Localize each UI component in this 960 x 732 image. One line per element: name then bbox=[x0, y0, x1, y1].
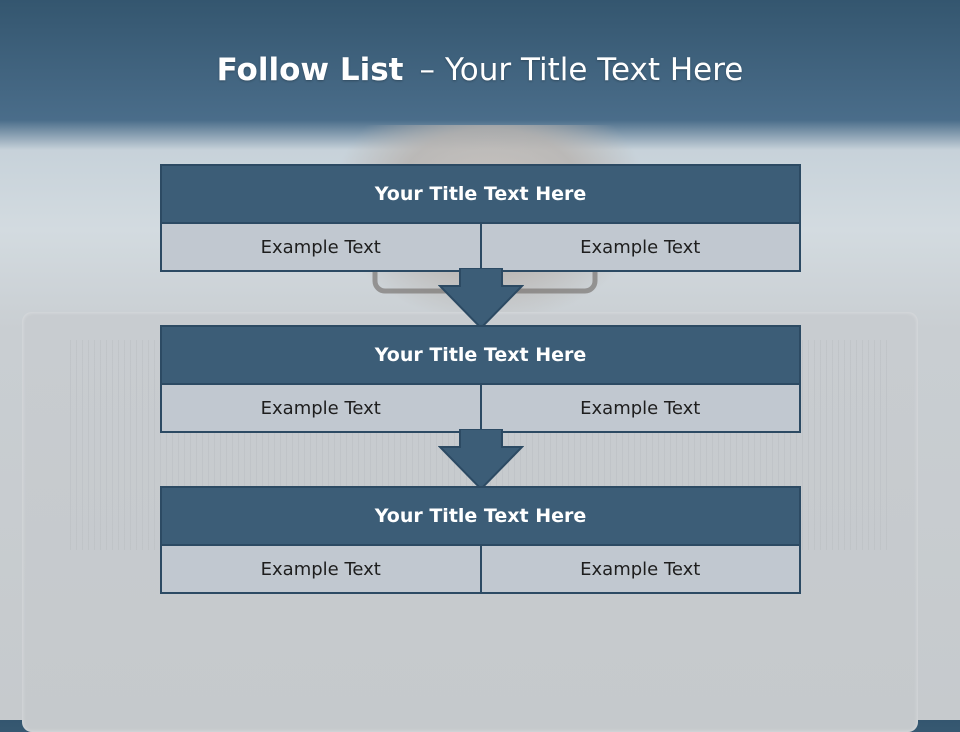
slide-title-separator: – bbox=[419, 52, 435, 88]
step-title: Your Title Text Here bbox=[162, 166, 799, 224]
arrow-down-icon bbox=[438, 429, 524, 491]
step-row: Example Text Example Text bbox=[162, 546, 799, 592]
slide-title-lead: Follow List bbox=[216, 52, 404, 88]
slide-title-rest: Your Title Text Here bbox=[444, 52, 744, 88]
step-cell-right: Example Text bbox=[479, 546, 800, 592]
step-title: Your Title Text Here bbox=[162, 488, 799, 546]
step-box-3: Your Title Text Here Example Text Exampl… bbox=[160, 486, 801, 594]
step-box-2: Your Title Text Here Example Text Exampl… bbox=[160, 325, 801, 433]
step-cell-left: Example Text bbox=[260, 236, 381, 258]
step-cell-right: Example Text bbox=[479, 385, 800, 431]
step-cell-left: Example Text bbox=[260, 397, 381, 419]
step-cell-right: Example Text bbox=[479, 224, 800, 270]
step-box-1: Your Title Text Here Example Text Exampl… bbox=[160, 164, 801, 272]
slide-title: Follow List–Your Title Text Here bbox=[0, 52, 960, 88]
step-row: Example Text Example Text bbox=[162, 224, 799, 270]
arrow-down-icon bbox=[438, 268, 524, 330]
step-row: Example Text Example Text bbox=[162, 385, 799, 431]
step-cell-left: Example Text bbox=[260, 558, 381, 580]
step-title: Your Title Text Here bbox=[162, 327, 799, 385]
